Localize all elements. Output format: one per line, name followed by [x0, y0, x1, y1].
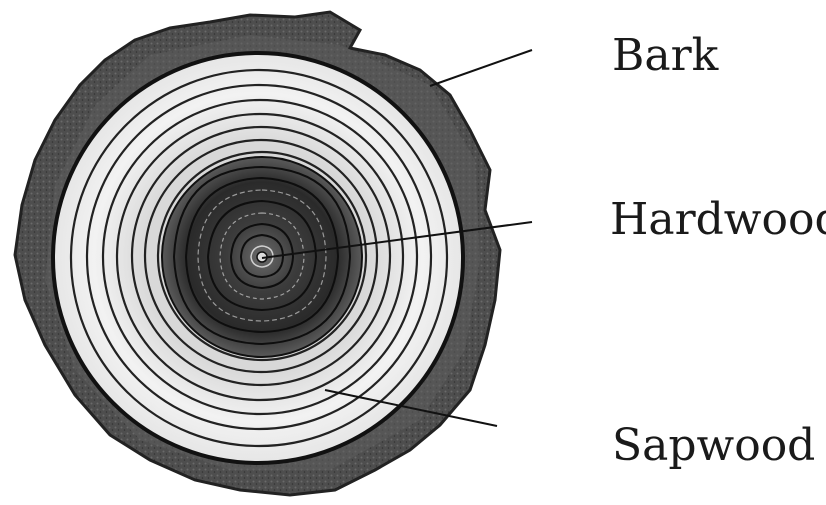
bark-label: Bark — [612, 34, 718, 78]
bark-leader-line — [430, 50, 532, 86]
sapwood-label: Sapwood — [612, 424, 815, 468]
hardwood-label: Hardwood — [610, 198, 826, 242]
